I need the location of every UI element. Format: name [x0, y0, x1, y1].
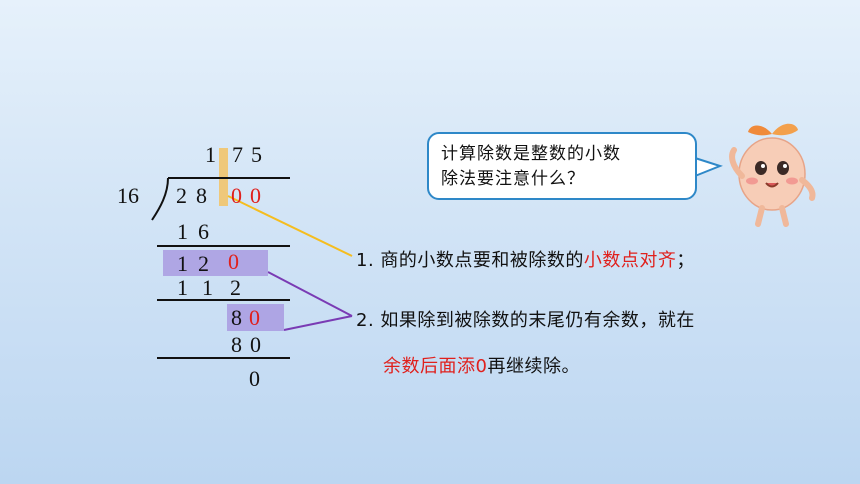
dividend-digit-1: 2 [176, 183, 187, 208]
peach-mascot-icon [729, 123, 816, 227]
step2-remainder-digit-2: 2 [198, 251, 209, 276]
step3-product-digit-2: 0 [250, 332, 261, 357]
rule-1-suffix: ； [676, 250, 695, 271]
pointer-line-rule1 [227, 195, 353, 257]
step2-remainder-digit-1: 1 [177, 251, 188, 276]
final-remainder: 0 [249, 366, 260, 391]
quotient-digit-3: 5 [251, 142, 262, 167]
rule-1-highlight: 小数点对齐 [583, 250, 677, 271]
dividend-digit-4: 0 [250, 183, 261, 208]
division-bracket [151, 177, 169, 221]
step3-remainder-digit-2: 0 [249, 305, 260, 330]
quotient-digit-1: 1 [205, 142, 216, 167]
step3-remainder-digit-1: 8 [231, 305, 242, 330]
step1-product-digit-1: 1 [177, 219, 188, 244]
step2-remainder-digit-3: 0 [228, 249, 239, 274]
bubble-line-2: 除法要注意什么？ [441, 169, 585, 189]
rule-1-text: 1. 商的小数点要和被除数的小数点对齐； [356, 246, 695, 272]
bubble-tail [694, 157, 723, 177]
divisor: 16 [117, 183, 139, 208]
rule-2-suffix: 再继续除。 [487, 356, 580, 377]
dividend-digit-2: 8 [196, 183, 207, 208]
remainder-highlight-1 [163, 250, 268, 276]
pointer-line-rule2-a [267, 271, 353, 317]
rule-1-prefix: 1. 商的小数点要和被除数的 [356, 250, 584, 271]
dividend-digit-3: 0 [231, 183, 242, 208]
rule-2-line-2: 余数后面添0再继续除。 [383, 352, 580, 378]
quotient-digit-2: 7 [232, 142, 243, 167]
step2-product-digit-2: 1 [202, 275, 213, 300]
pointer-line-rule2-b [283, 315, 353, 331]
step2-product-digit-3: 2 [230, 275, 241, 300]
step2-product-digit-1: 1 [177, 275, 188, 300]
speech-bubble: 计算除数是整数的小数 除法要注意什么？ [427, 132, 697, 200]
remainder-highlight-2 [227, 304, 284, 331]
rule-2-highlight: 余数后面添0 [383, 356, 488, 377]
bubble-line-1: 计算除数是整数的小数 [441, 144, 621, 164]
rule-2-line-1: 2. 如果除到被除数的末尾仍有余数，就在 [356, 310, 695, 331]
step3-product-digit-1: 8 [231, 332, 242, 357]
step1-product-digit-2: 6 [198, 219, 209, 244]
